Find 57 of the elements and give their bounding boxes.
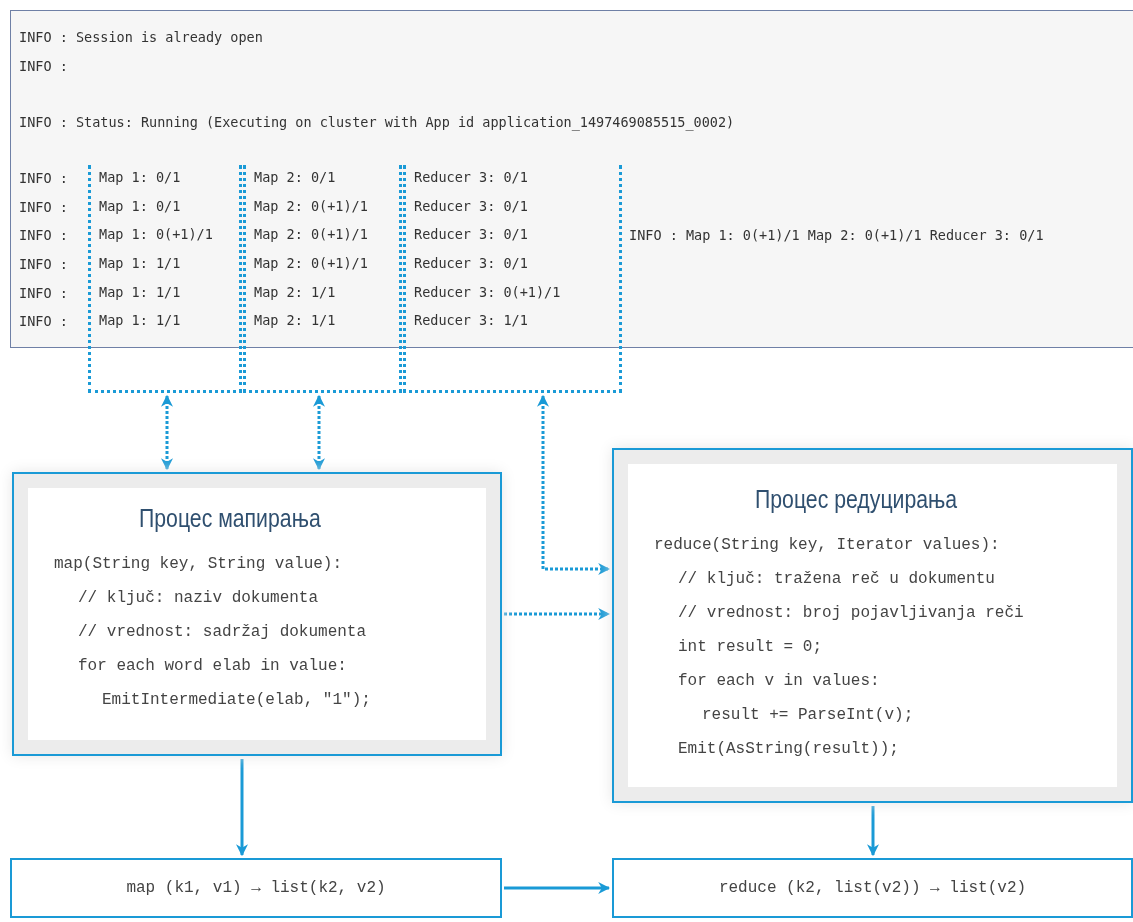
arrow <box>867 806 879 857</box>
log-entry: Map 1: 1/1 <box>99 254 181 272</box>
log-line: INFO : Session is already open <box>19 28 263 46</box>
code-line: for each word elab in value: <box>78 656 347 676</box>
dotted-arrow <box>504 608 611 620</box>
log-entry: Reducer 3: 0/1 <box>414 197 528 215</box>
process-box <box>612 448 1133 803</box>
log-line: INFO : Map 1: 0(+1)/1 Map 2: 0(+1)/1 Reducer 3: 0/1 <box>629 226 1044 244</box>
column-highlight <box>403 165 622 393</box>
log-line: INFO : <box>19 312 68 330</box>
log-line: INFO : <box>19 57 68 75</box>
log-entry: Reducer 3: 0/1 <box>414 168 528 186</box>
arrow <box>504 882 611 894</box>
box-title: Процес редуцирања <box>755 485 958 514</box>
log-entry: Map 2: 0(+1)/1 <box>254 225 368 243</box>
log-entry: Reducer 3: 0/1 <box>414 254 528 272</box>
arrow <box>236 759 248 857</box>
log-entry: Map 2: 1/1 <box>254 311 336 329</box>
code-line: map(String key, String value): <box>54 554 343 574</box>
code-line: reduce(String key, Iterator values): <box>654 535 1000 555</box>
log-line: INFO : <box>19 198 68 216</box>
log-panel <box>10 10 1133 348</box>
column-highlight <box>88 165 242 393</box>
log-entry: Map 2: 1/1 <box>254 283 336 301</box>
log-line: INFO : <box>19 255 68 273</box>
code-line: Emit(AsString(result)); <box>678 739 899 759</box>
code-line: int result = 0; <box>678 637 823 657</box>
code-line: // ključ: tražena reč u dokumentu <box>678 569 995 589</box>
dotted-arrow <box>161 394 173 471</box>
log-entry: Map 1: 1/1 <box>99 283 181 301</box>
log-line: INFO : <box>19 284 68 302</box>
log-line: INFO : <box>19 226 68 244</box>
code-line: EmitIntermediate(elab, "1"); <box>102 690 371 710</box>
code-line: for each v in values: <box>678 671 880 691</box>
formula-box: map (k1, v1) → list(k2, v2) <box>10 858 502 918</box>
log-line: INFO : <box>19 169 68 187</box>
log-entry: Reducer 3: 0/1 <box>414 225 528 243</box>
log-entry: Map 1: 0/1 <box>99 197 181 215</box>
box-title: Процес мапирања <box>139 504 321 533</box>
log-entry: Reducer 3: 0(+1)/1 <box>414 283 561 301</box>
log-entry: Map 2: 0/1 <box>254 168 336 186</box>
log-entry: Reducer 3: 1/1 <box>414 311 528 329</box>
column-highlight <box>243 165 402 393</box>
log-line: INFO : Status: Running (Executing on cluster with App id application_1497469085515_0002) <box>19 113 735 131</box>
code-line: // ključ: naziv dokumenta <box>78 588 319 608</box>
code-line: // vrednost: broj pojavljivanja reči <box>678 603 1024 623</box>
code-line: result += ParseInt(v); <box>702 705 914 725</box>
process-box <box>12 472 502 756</box>
log-entry: Map 1: 0(+1)/1 <box>99 225 213 243</box>
log-entry: Map 2: 0(+1)/1 <box>254 254 368 272</box>
dotted-arrow <box>537 394 611 575</box>
formula-box: reduce (k2, list(v2)) → list(v2) <box>612 858 1133 918</box>
log-entry: Map 2: 0(+1)/1 <box>254 197 368 215</box>
log-entry: Map 1: 1/1 <box>99 311 181 329</box>
code-line: // vrednost: sadržaj dokumenta <box>78 622 367 642</box>
dotted-arrow <box>313 394 325 471</box>
log-entry: Map 1: 0/1 <box>99 168 181 186</box>
